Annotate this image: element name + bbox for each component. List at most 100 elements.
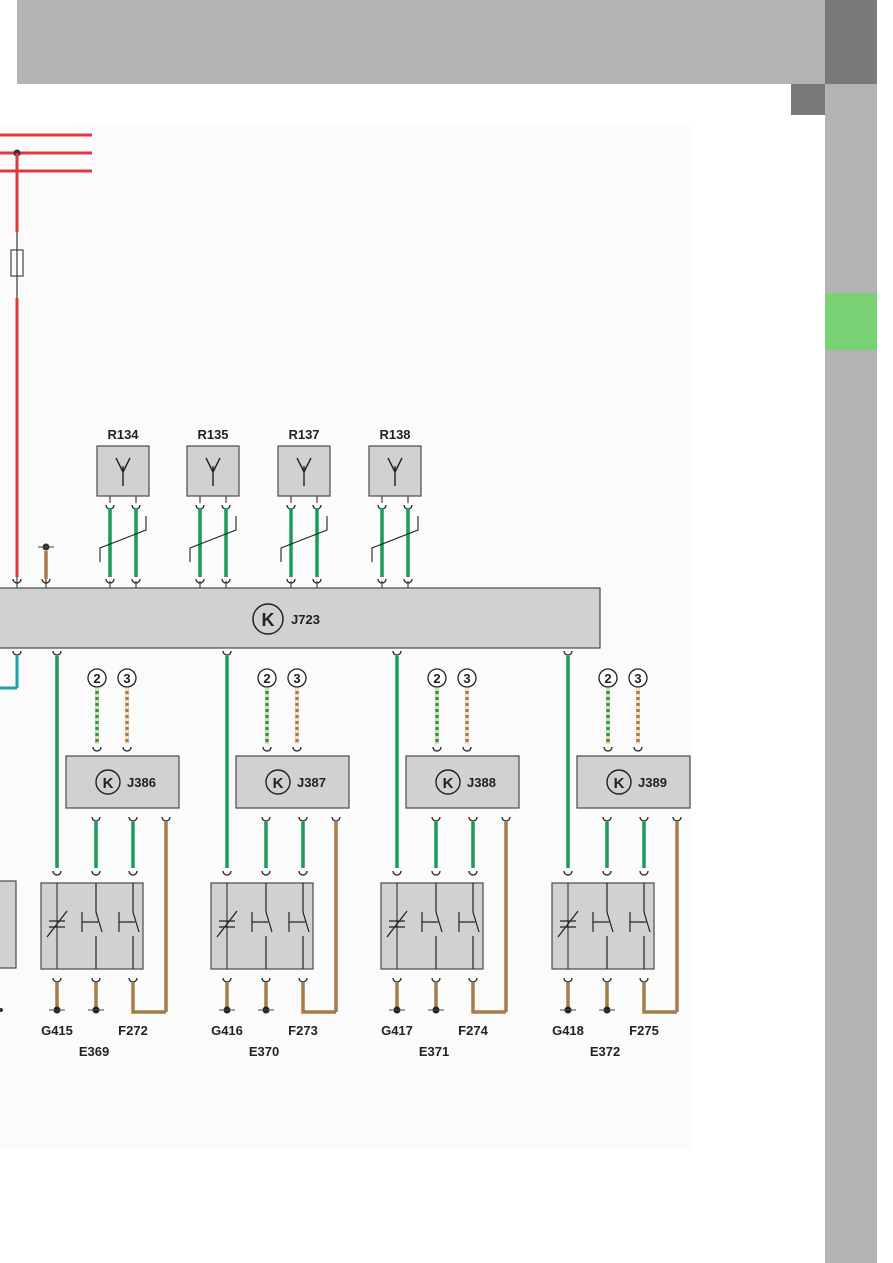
symbol-k: K (262, 610, 275, 630)
svg-text:K: K (614, 775, 625, 792)
ground-stub (38, 543, 54, 579)
connector-hook (261, 870, 271, 876)
antenna-icon (387, 457, 403, 486)
module-box (235, 755, 350, 809)
antenna-label: R137 (288, 427, 319, 442)
connector-hook (602, 816, 612, 822)
switch-icon (458, 883, 480, 969)
antenna-label: R135 (197, 427, 228, 442)
sensor-label: G417 (381, 1023, 413, 1038)
transmitter-symbol-icon (252, 603, 284, 635)
transmitter-symbol-icon (95, 769, 121, 795)
switch-label: F273 (288, 1023, 318, 1038)
svg-text:3: 3 (463, 671, 470, 686)
connector-hook (12, 578, 22, 584)
connector-pin-2: 2 (257, 668, 277, 688)
connector-hook (563, 870, 573, 876)
sidebar-strip (825, 84, 877, 1263)
connector-pin-2: 2 (598, 668, 618, 688)
antenna-r138[interactable]: R138 (368, 427, 422, 588)
main-unit-label: J723 (291, 612, 320, 627)
module-label: J389 (638, 775, 667, 790)
connector-hook (633, 746, 643, 752)
connector-hook (128, 977, 138, 983)
sidebar-green-tab[interactable] (825, 293, 877, 350)
connector-hook (468, 816, 478, 822)
connector-hook (563, 650, 573, 656)
connector-hook (262, 746, 272, 752)
connector-hook (563, 977, 573, 983)
antenna-r135[interactable]: R135 (186, 427, 240, 588)
connector-hook (222, 870, 232, 876)
control-unit-j723[interactable]: K J723 (0, 587, 601, 649)
connector-pin-3: 3 (117, 668, 137, 688)
antenna-r134[interactable]: R134 (96, 427, 150, 588)
connector-hook (602, 977, 612, 983)
connector-hook (639, 977, 649, 983)
connector-hook (122, 746, 132, 752)
teal-wire (0, 656, 19, 690)
unit-label: E370 (249, 1044, 279, 1059)
connector-hook (462, 746, 472, 752)
module-box (576, 755, 691, 809)
connector-pin-2: 2 (427, 668, 447, 688)
connector-pin-3: 3 (457, 668, 477, 688)
connector-hook (603, 746, 613, 752)
power-rails (0, 133, 92, 577)
connector-hook (261, 977, 271, 983)
connector-hook (161, 816, 171, 822)
connector-hook (128, 816, 138, 822)
module-box (65, 755, 180, 809)
transmitter-symbol-icon (435, 769, 461, 795)
svg-text:2: 2 (433, 671, 440, 686)
switch-unit-box (551, 882, 655, 970)
svg-text:2: 2 (604, 671, 611, 686)
connector-hook (52, 977, 62, 983)
antenna-box (277, 445, 331, 497)
antenna-icon (296, 457, 312, 486)
connector-hook (298, 977, 308, 983)
svg-text:3: 3 (634, 671, 641, 686)
antenna-group: R134 R135 R137 R138 (96, 427, 422, 588)
page-marker-tab (791, 84, 825, 115)
module-label: J387 (297, 775, 326, 790)
connector-hook (91, 977, 101, 983)
connector-hook (602, 870, 612, 876)
connector-pin-2: 2 (87, 668, 107, 688)
chapter-tab-dark (825, 0, 877, 84)
connector-hook (52, 650, 62, 656)
connector-hook (639, 816, 649, 822)
module-box (405, 755, 520, 809)
connector-hook (222, 977, 232, 983)
antenna-r137[interactable]: R137 (277, 427, 331, 588)
sensor-label: G418 (552, 1023, 584, 1038)
switch-icon (629, 883, 651, 969)
switch-icon (421, 883, 443, 969)
connector-hook (12, 650, 22, 656)
connector-hook (52, 870, 62, 876)
svg-text:3: 3 (123, 671, 130, 686)
connector-hook (392, 977, 402, 983)
svg-text:2: 2 (263, 671, 270, 686)
connector-pin-3: 3 (287, 668, 307, 688)
connector-hook (298, 870, 308, 876)
switch-icon (288, 883, 310, 969)
connector-hook (431, 870, 441, 876)
svg-text:K: K (443, 775, 454, 792)
connector-hook (639, 870, 649, 876)
connector-hook (292, 746, 302, 752)
switch-icon (118, 883, 140, 969)
antenna-icon (205, 457, 221, 486)
connector-hook (92, 746, 102, 752)
connector-hook (261, 816, 271, 822)
connector-hook (222, 650, 232, 656)
connector-hook (468, 977, 478, 983)
unit-label: E371 (419, 1044, 449, 1059)
switch-label: F274 (458, 1023, 488, 1038)
switch-unit-box (380, 882, 484, 970)
connector-hook (41, 578, 51, 584)
